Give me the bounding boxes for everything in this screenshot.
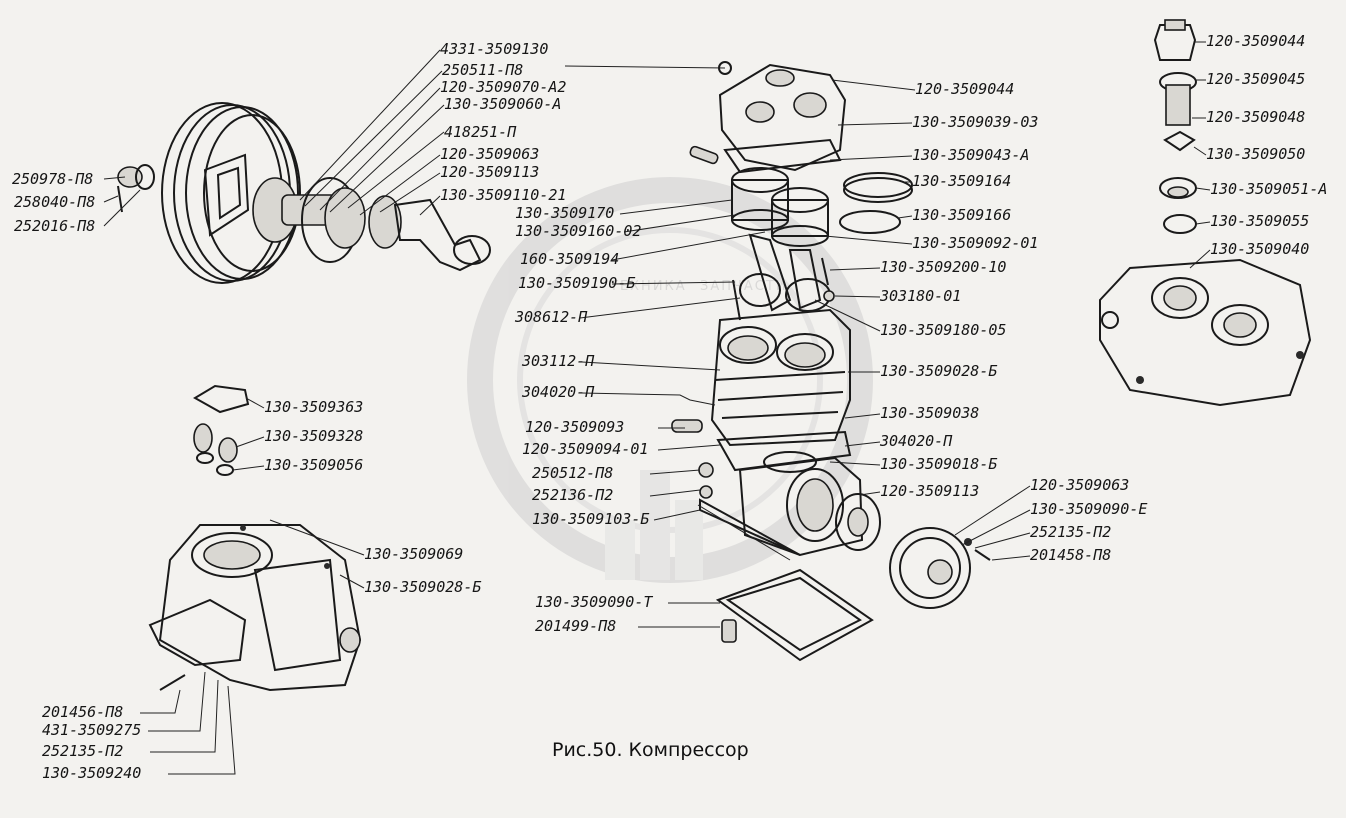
part-label: 130-3509051-А (1210, 180, 1327, 198)
valve-stack (1153, 19, 1197, 234)
part-label: 130-3509050 (1206, 145, 1305, 163)
figure-caption: Рис.50. Компрессор (552, 739, 749, 761)
part-label: 130-3509180-05 (880, 321, 1006, 339)
left-head-housing (148, 524, 362, 692)
part-label: 120-3509045 (1206, 70, 1305, 88)
part-label: 130-3509090-Е (1030, 500, 1147, 518)
part-label: 201456-П8 (42, 703, 123, 721)
part-label: 130-3509170 (515, 204, 614, 222)
part-label: 130-3509069 (364, 545, 463, 563)
part-label: 160-3509194 (520, 250, 619, 268)
part-label: 130-3509240 (42, 764, 141, 782)
rear-cover (889, 527, 991, 609)
part-label: 130-3509038 (880, 404, 979, 422)
part-label: 120-3509070-А2 (440, 78, 566, 96)
part-label: 130-3509039-03 (912, 113, 1038, 131)
part-label: 250978-П8 (12, 170, 93, 188)
part-label: 120-3509044 (1206, 32, 1305, 50)
part-label: 304020-П (521, 383, 595, 401)
part-label: 303180-01 (879, 287, 961, 305)
part-label: 130-3509164 (912, 172, 1011, 190)
part-label: 303112-П (521, 352, 595, 370)
cylinder-block (671, 308, 852, 473)
part-label: 431-3509275 (42, 721, 141, 739)
part-label: 130-3509055 (1210, 212, 1309, 230)
part-label: 130-3509040 (1210, 240, 1309, 258)
part-label: 130-3509060-А (444, 95, 561, 113)
part-label: 252135-П2 (42, 742, 123, 760)
part-label: 130-3509043-А (912, 146, 1029, 164)
cylinder-head-cover (1099, 258, 1312, 407)
part-label: 250512-П8 (532, 464, 613, 482)
part-label: 304020-П (879, 432, 953, 450)
part-label: 130-3509090-Т (535, 593, 653, 611)
part-label: 120-3509113 (880, 482, 979, 500)
part-label: 201499-П8 (535, 617, 616, 635)
part-label: 130-3509200-10 (880, 258, 1006, 276)
part-label: 201458-П8 (1030, 546, 1111, 564)
part-label: 130-3509092-01 (912, 234, 1038, 252)
part-label: 130-3509110-21 (440, 186, 566, 204)
part-label: 418251-П (444, 123, 517, 141)
small-valves (193, 384, 250, 476)
crankcase (697, 456, 881, 561)
part-label: 120-3509093 (525, 418, 624, 436)
part-label: 130-3509103-Б (532, 510, 649, 528)
pulley-assembly (117, 102, 491, 284)
part-label: 130-3509328 (264, 427, 363, 445)
part-label: 130-3509028-Б (364, 578, 481, 596)
part-label: 258040-П8 (14, 193, 95, 211)
part-label: 252016-П8 (14, 217, 95, 235)
part-label: 252136-П2 (532, 486, 613, 504)
part-label: 120-3509063 (440, 145, 539, 163)
part-label: 252135-П2 (1030, 523, 1111, 541)
part-label: 130-3509018-Б (880, 455, 997, 473)
part-label: 120-3509063 (1030, 476, 1129, 494)
part-label: 130-3509056 (264, 456, 363, 474)
part-label: 120-3509044 (915, 80, 1014, 98)
bottom-cover (715, 568, 874, 662)
part-label: 120-3509113 (440, 163, 539, 181)
part-label: 308612-П (514, 308, 588, 326)
part-label: 120-3509048 (1206, 108, 1305, 126)
part-label: 130-3509166 (912, 206, 1011, 224)
part-number-labels: 4331-3509130 250511-П8 120-3509070-А2 13… (12, 32, 1327, 782)
part-label: 130-3509160-02 (515, 222, 641, 240)
part-label: 130-3509028-Б (880, 362, 997, 380)
part-label: 120-3509094-01 (522, 440, 648, 458)
leader-lines (103, 41, 1211, 775)
part-label: 250511-П8 (442, 61, 523, 79)
part-label: 130-3509190-Б (518, 274, 635, 292)
part-label: 130-3509363 (264, 398, 363, 416)
part-label: 4331-3509130 (440, 40, 548, 58)
